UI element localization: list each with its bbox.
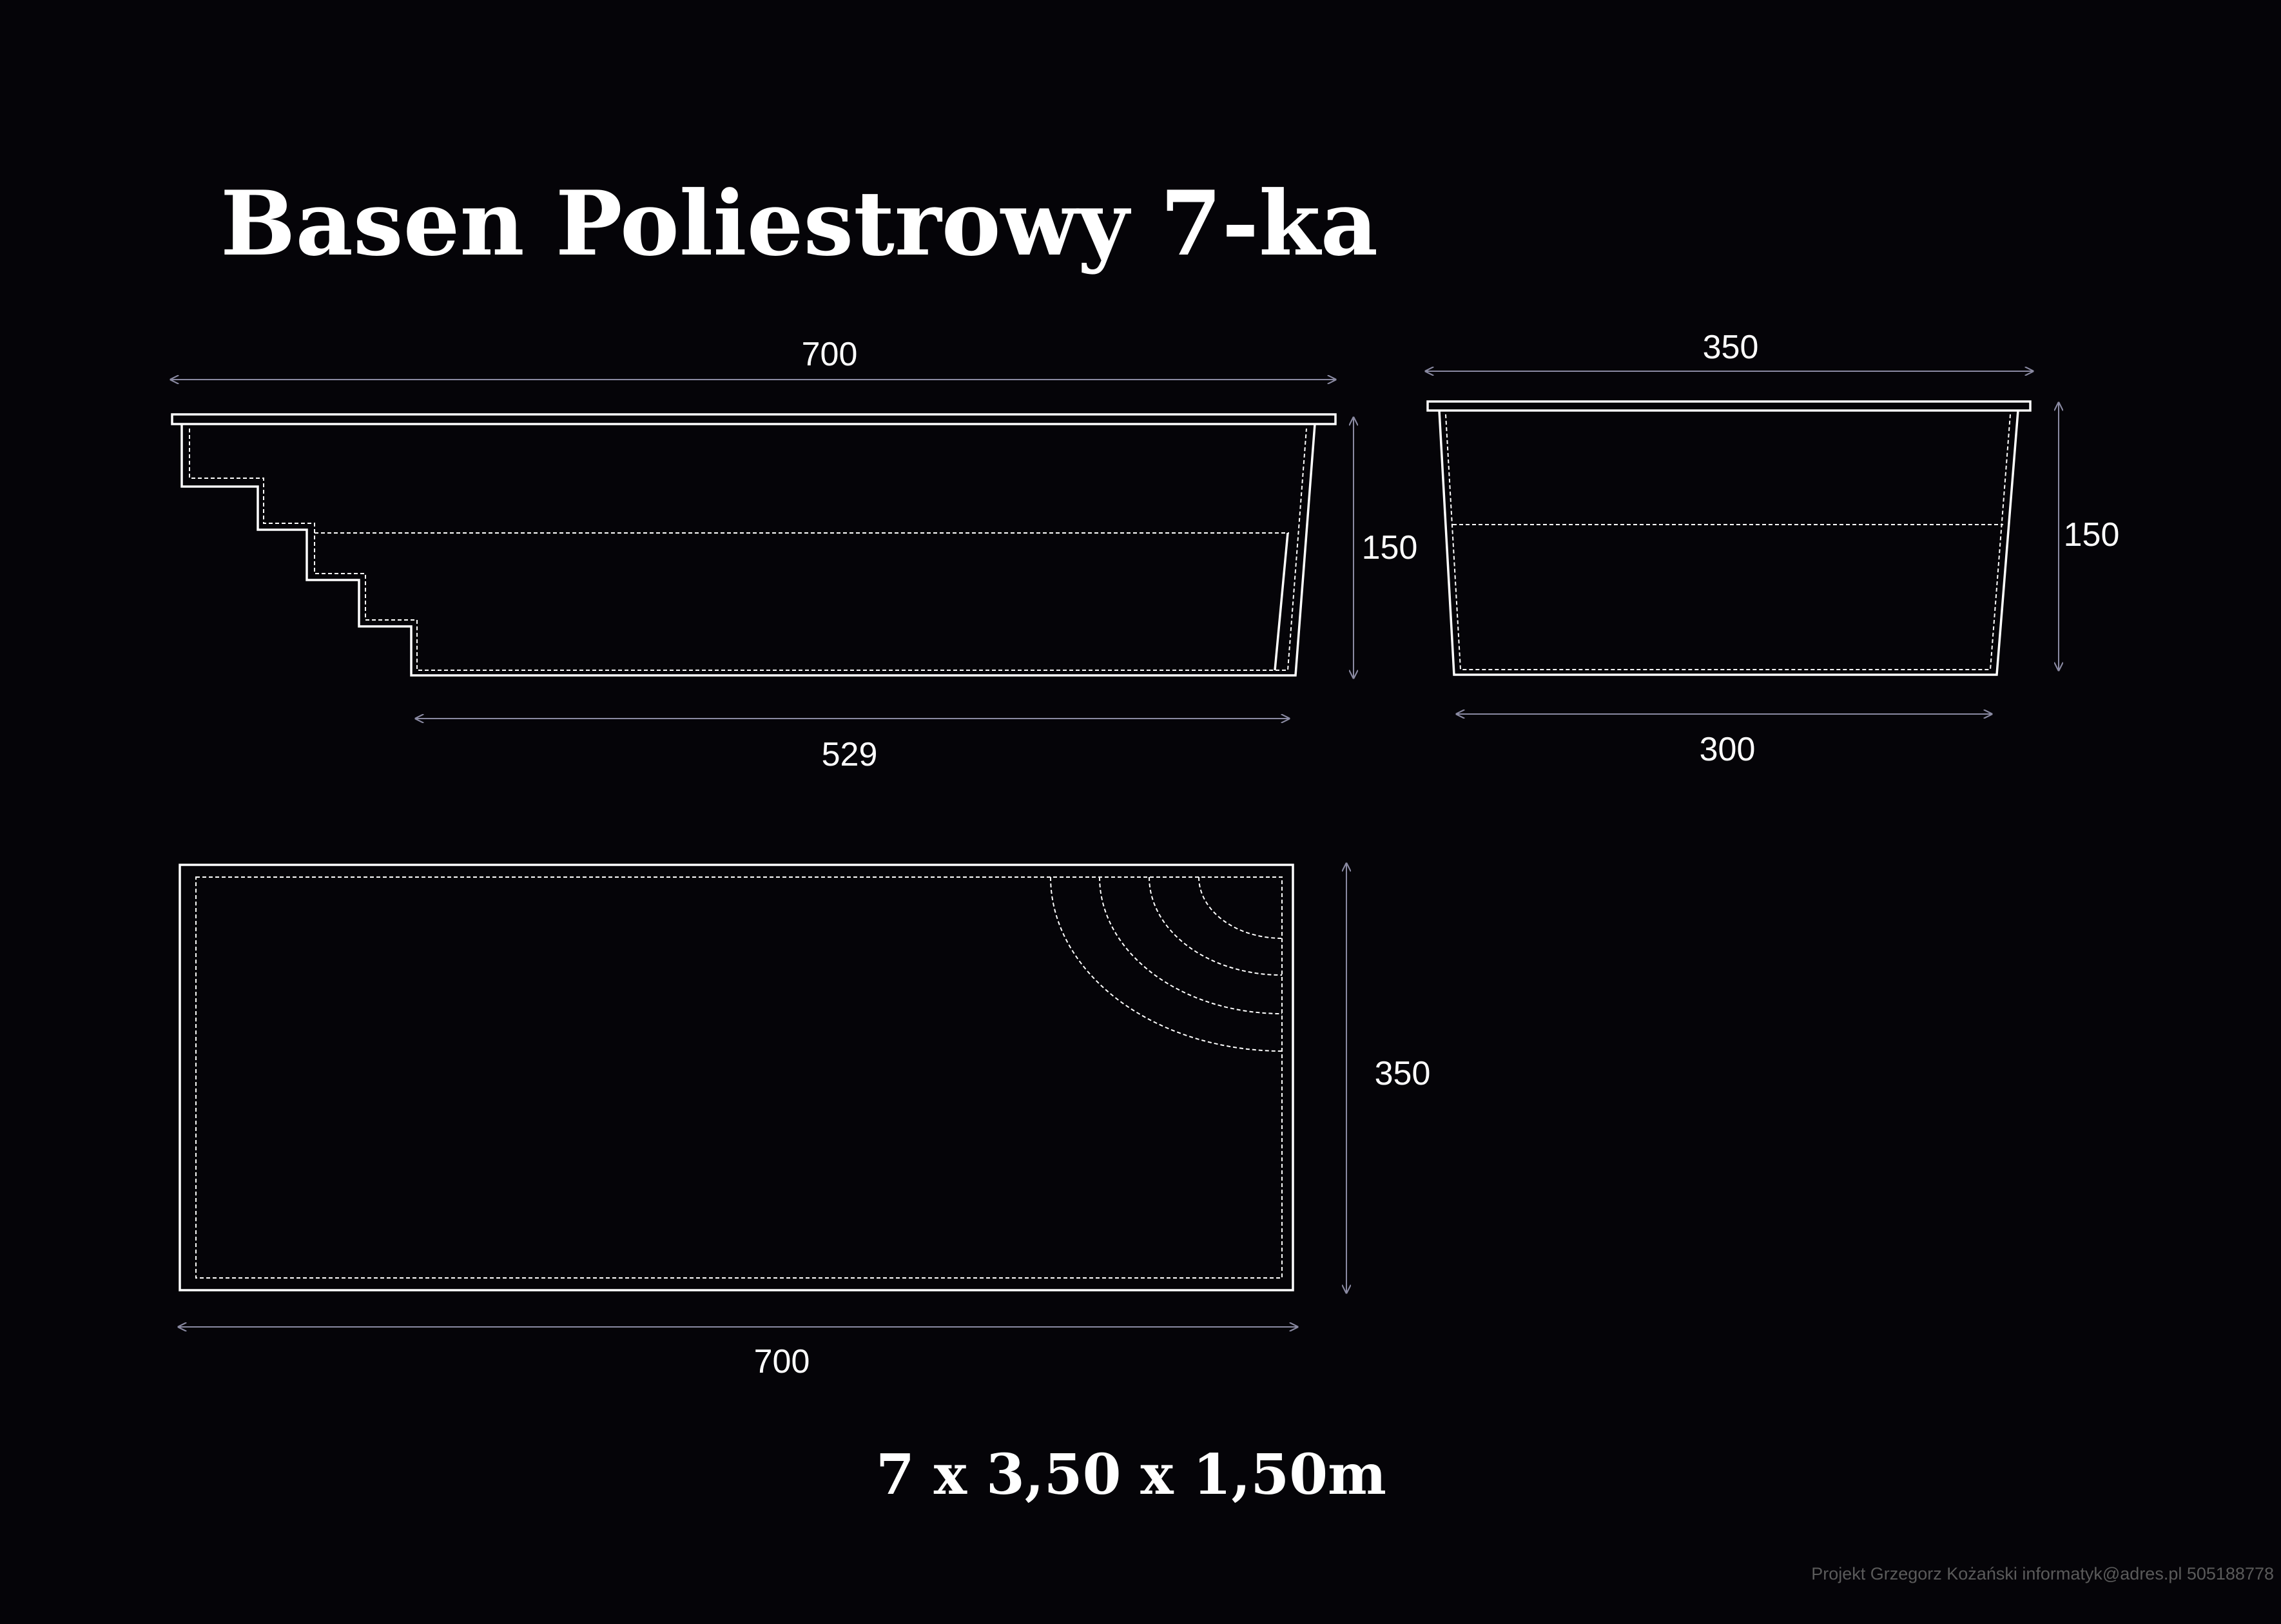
plan-view-outline <box>179 864 1294 1291</box>
side-view-wall-line <box>1274 532 1289 671</box>
pool-dimensions-summary: 7 x 3,50 x 1,50m <box>876 1442 1386 1507</box>
end-view-bottom-width: 300 <box>1700 731 1756 768</box>
plan-view-stair-arc-1 <box>1050 876 1283 1052</box>
plan-view-stair-arc-4 <box>1198 876 1283 939</box>
end-view-top-width: 350 <box>1703 329 1759 366</box>
side-view-inner-outline <box>189 428 1307 671</box>
end-view: 350 300 150 <box>1426 329 2119 768</box>
page-title: Basen Poliestrowy 7-ka <box>220 171 1378 276</box>
end-view-outline <box>1438 410 2019 676</box>
side-view: 700 529 150 <box>171 336 1417 773</box>
side-view-depth: 150 <box>1362 529 1418 566</box>
plan-view: 700 350 <box>179 864 1430 1380</box>
plan-view-stair-arc-3 <box>1149 876 1283 976</box>
author-credit: Projekt Grzegorz Kożański informatyk@adr… <box>1811 1564 2274 1583</box>
side-view-rim <box>171 413 1337 425</box>
plan-view-length: 700 <box>754 1343 810 1380</box>
plan-view-stair-arc-2 <box>1099 876 1283 1014</box>
plan-view-width: 350 <box>1375 1055 1431 1092</box>
side-view-top-length: 700 <box>802 336 858 373</box>
side-view-outline <box>180 423 1316 677</box>
end-view-depth: 150 <box>2064 516 2120 554</box>
side-view-bottom-length: 529 <box>822 736 878 773</box>
plan-view-inner-outline <box>195 876 1283 1279</box>
end-view-inner-outline <box>1445 414 2011 670</box>
end-view-rim <box>1426 400 2032 412</box>
